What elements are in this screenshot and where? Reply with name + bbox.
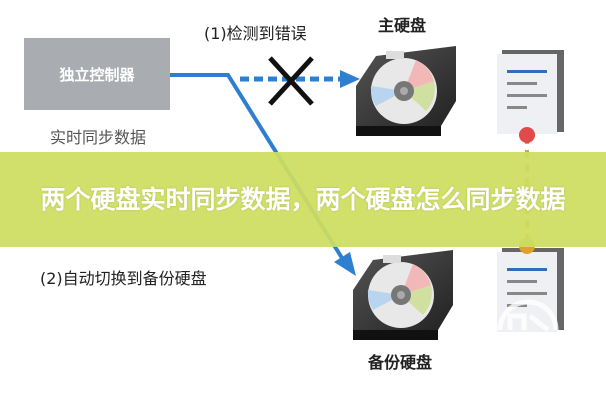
error-x-icon bbox=[268, 56, 314, 106]
banner-title: 两个硬盘实时同步数据，两个硬盘怎么同步数据 bbox=[40, 184, 566, 214]
controller-box: 独立控制器 bbox=[24, 38, 170, 110]
controller-label: 独立控制器 bbox=[59, 65, 135, 84]
step3-label: 实时同步数据 bbox=[50, 128, 147, 147]
primary-disk-icon bbox=[356, 46, 456, 136]
step2-label: (2)自动切换到备份硬盘 bbox=[40, 269, 207, 288]
primary-disk-label: 主硬盘 bbox=[378, 16, 427, 35]
sync-dot bbox=[519, 127, 535, 143]
title-banner: 两个硬盘实时同步数据，两个硬盘怎么同步数据 bbox=[0, 152, 606, 247]
watermark-logo bbox=[497, 299, 559, 332]
step1-label: (1)检测到错误 bbox=[204, 24, 307, 43]
backup-disk-icon bbox=[353, 250, 453, 340]
document-icon bbox=[497, 50, 564, 134]
backup-disk-label: 备份硬盘 bbox=[368, 353, 433, 372]
